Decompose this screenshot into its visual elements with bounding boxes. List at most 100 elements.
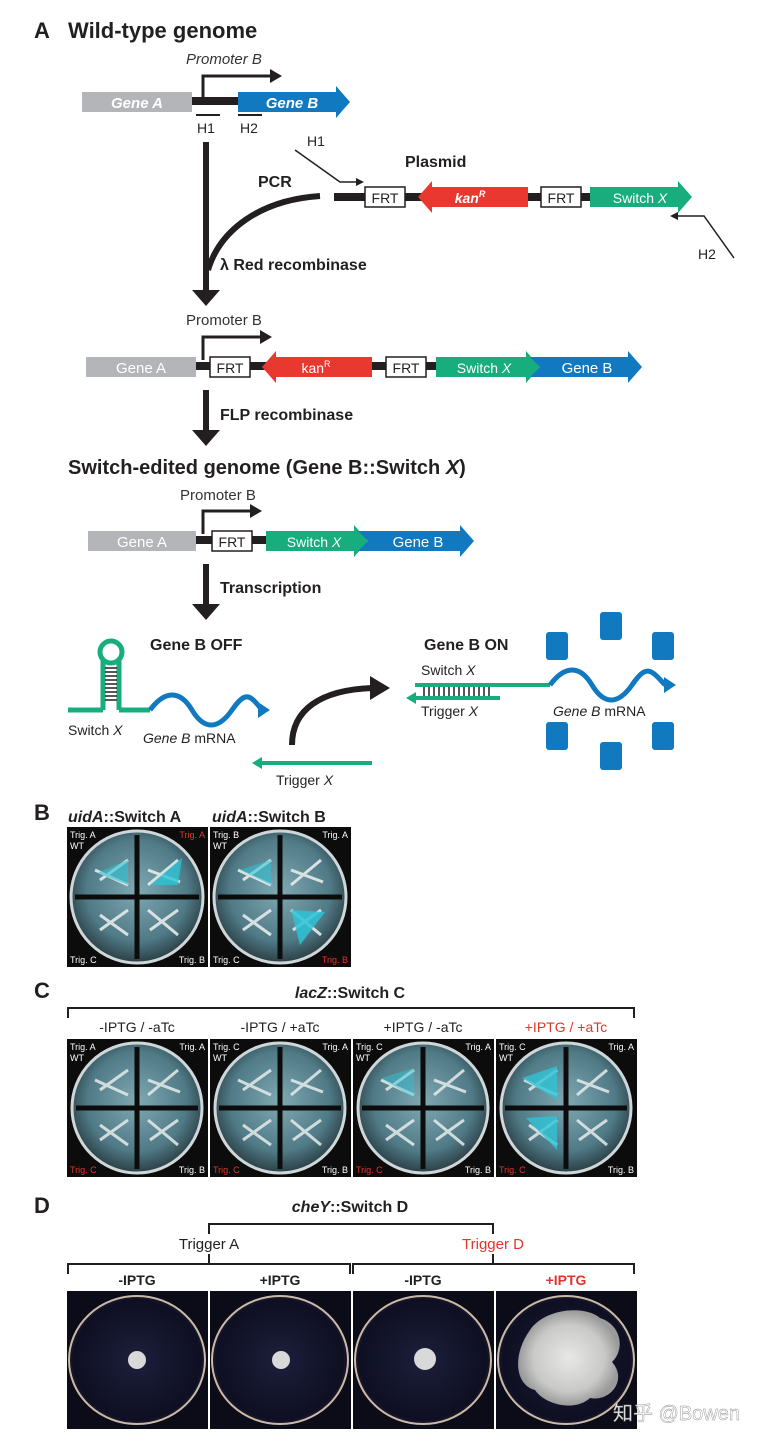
plasmid-h1-label: H1 xyxy=(307,133,325,149)
plasmid-frt2-label: FRT xyxy=(548,190,575,206)
d-trigger-a: Trigger A xyxy=(179,1236,239,1253)
wt-gene-b-label: Gene B xyxy=(266,95,319,112)
gene-b-on-title: Gene B ON xyxy=(424,637,508,654)
b1-label-br: Trig. B xyxy=(179,955,205,965)
wt-gene-a-label: Gene A xyxy=(111,95,163,112)
trigger-turn-curve xyxy=(289,685,373,746)
switch-stem-bars xyxy=(105,667,117,701)
recomb-arrowhead xyxy=(192,290,220,306)
flp-arrowhead xyxy=(192,430,220,446)
flp-label: FLP recombinase xyxy=(220,407,353,424)
on-mrna-wave xyxy=(548,667,667,703)
panel-a-title: Wild-type genome xyxy=(68,18,257,43)
inter-switch-label: Switch X xyxy=(457,360,512,376)
b1-label-tl: Trig. A xyxy=(70,830,96,840)
panel-c-letter: C xyxy=(34,978,50,1003)
edited-gene-b-label: Gene B xyxy=(393,534,444,551)
inter-promoter-label: Promoter B xyxy=(186,312,262,329)
b2-label-tl: Trig. B xyxy=(213,830,239,840)
plate-b2: Trig. B WT Trig. A Trig. C Trig. B xyxy=(210,827,351,967)
c3-label-br: Trig. B xyxy=(465,1165,491,1175)
trigger-strand-head xyxy=(252,757,262,769)
inter-promoter-arrowhead xyxy=(260,330,272,344)
edited-switch-arrow xyxy=(266,525,368,557)
wt-promoter-label: Promoter B xyxy=(186,51,262,68)
inter-gene-a-box xyxy=(86,357,196,377)
plate-c4: Trig. C WT Trig. A Trig. C Trig. B xyxy=(496,1039,637,1177)
b2-label-tr: Trig. A xyxy=(322,830,348,840)
d-cond-4: +IPTG xyxy=(546,1272,587,1288)
plasmid-title: Plasmid xyxy=(405,154,466,171)
edited-promoter-label: Promoter B xyxy=(180,487,256,504)
inter-switch-arrow xyxy=(436,351,540,383)
plate-d1 xyxy=(67,1291,208,1429)
d-cond-1: -IPTG xyxy=(118,1272,155,1288)
c-cond-3: +IPTG / -aTc xyxy=(384,1019,463,1035)
b2-label-bl: Trig. C xyxy=(213,955,240,965)
plate-d3 xyxy=(353,1291,494,1429)
panel-d-letter: D xyxy=(34,1193,50,1218)
panel-c-title: lacZ::Switch C xyxy=(295,985,406,1002)
c1-label-wt: WT xyxy=(70,1053,84,1063)
edited-frt xyxy=(211,530,253,552)
on-switch-label: Switch X xyxy=(421,662,476,678)
c-cond-2: -IPTG / +aTc xyxy=(241,1019,320,1035)
panel-b-letter: B xyxy=(34,800,50,825)
plate-d4 xyxy=(496,1291,637,1429)
panel-c-bracket xyxy=(67,1007,635,1018)
edited-gene-a-box xyxy=(88,531,196,551)
c2-label-wt: WT xyxy=(213,1053,227,1063)
c2-label-tl: Trig. C xyxy=(213,1042,240,1052)
inter-frt2-label: FRT xyxy=(393,360,420,376)
wt-gene-b-arrow xyxy=(238,86,350,118)
off-mrna-label: Gene B mRNA xyxy=(143,730,236,746)
plasmid-h1-primer-head xyxy=(356,178,364,186)
panel-d-top-bracket xyxy=(208,1223,494,1234)
trigger-turn-arrowhead xyxy=(370,676,390,700)
wt-promoter-arrowhead xyxy=(270,69,282,83)
h1-label: H1 xyxy=(197,120,215,136)
b1-label-tr: Trig. A xyxy=(179,830,205,840)
panel-b-title-2: uidA::Switch B xyxy=(212,809,326,826)
wt-backbone xyxy=(190,97,240,105)
on-trigger-head xyxy=(406,692,416,704)
plasmid-kan-arrow xyxy=(418,181,528,213)
c3-label-tl: Trig. C xyxy=(356,1042,383,1052)
edited-genome-title: Switch-edited genome (Gene B::Switch X) xyxy=(68,457,466,479)
inter-gene-b-label: Gene B xyxy=(562,360,613,377)
b1-label-bl: Trig. C xyxy=(70,955,97,965)
c4-label-tr: Trig. A xyxy=(608,1042,634,1052)
plasmid-kan-label: kanR xyxy=(455,189,486,206)
off-mrna-wave xyxy=(148,692,264,728)
on-mrna-arrowhead xyxy=(664,677,676,693)
plate-d2 xyxy=(210,1291,351,1429)
d-cond-2: +IPTG xyxy=(260,1272,301,1288)
wt-gene-a-box xyxy=(82,92,192,112)
inter-kan-arrow xyxy=(262,351,372,383)
transcription-arrowhead xyxy=(192,604,220,620)
d-cond-3: -IPTG xyxy=(404,1272,441,1288)
inter-frt1-label: FRT xyxy=(217,360,244,376)
wt-promoter-arrow xyxy=(201,74,270,100)
red-recombinase-label: λ Red recombinase xyxy=(220,257,367,274)
plate-c3: Trig. C WT Trig. A Trig. C Trig. B xyxy=(353,1039,494,1177)
c2-label-bl: Trig. C xyxy=(213,1165,240,1175)
plasmid-h2-primer xyxy=(678,215,735,259)
d-left-bracket xyxy=(67,1263,351,1274)
transcription-label: Transcription xyxy=(220,580,321,597)
trigger-x-label: Trigger X xyxy=(276,772,334,788)
on-mrna-label: Gene B mRNA xyxy=(553,703,646,719)
on-trigger-label: Trigger X xyxy=(421,703,479,719)
off-switch-label: Switch X xyxy=(68,722,123,738)
inter-gene-a-label: Gene A xyxy=(116,360,166,377)
inter-gene-b-arrow xyxy=(530,351,642,383)
plate-b1: Trig. A WT Trig. A Trig. C Trig. B xyxy=(67,827,208,967)
panel-d-title: cheY::Switch D xyxy=(292,1199,408,1216)
inter-frt1 xyxy=(209,356,251,378)
off-mrna-arrowhead xyxy=(258,702,270,718)
plasmid-h2-label: H2 xyxy=(698,246,716,262)
plate-c2: Trig. C WT Trig. A Trig. C Trig. B xyxy=(210,1039,351,1177)
plate-c1: Trig. A WT Trig. A Trig. C Trig. B xyxy=(67,1039,208,1177)
plasmid-frt2 xyxy=(540,186,582,208)
